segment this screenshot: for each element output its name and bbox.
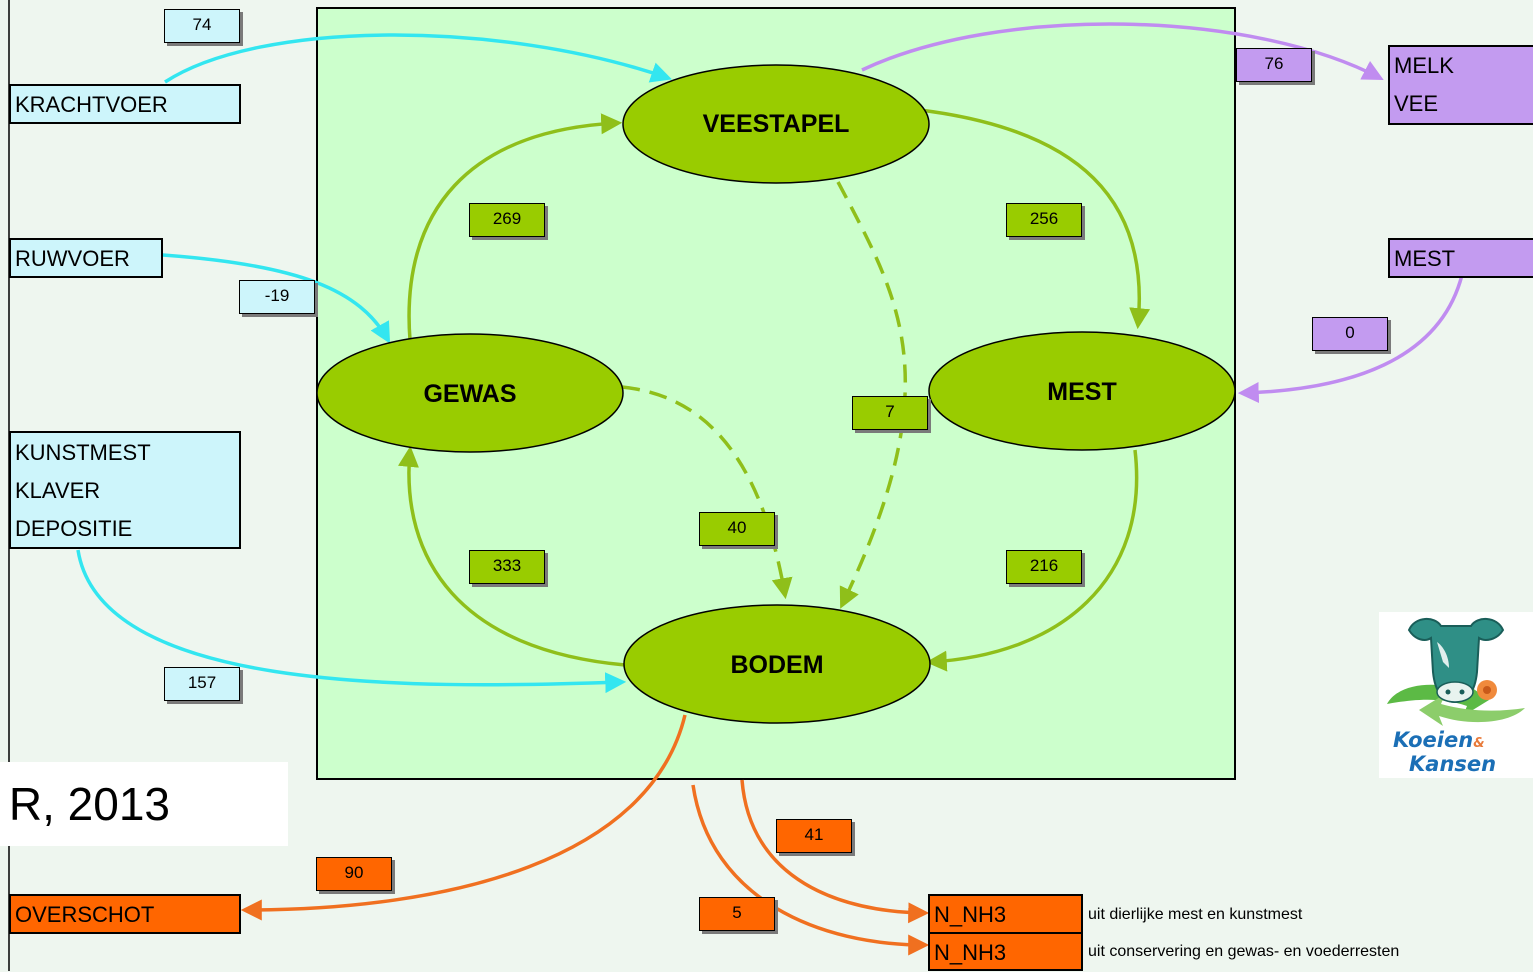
logo-line2: Kansen <box>1409 752 1497 776</box>
flow-mest-bodem: 216 <box>1006 550 1082 584</box>
flow-krachtvoer: 74 <box>164 9 240 43</box>
flow-gewas-bodem: 40 <box>699 512 775 546</box>
koeien-kansen-logo: Koeien& Kansen <box>1379 612 1533 778</box>
arrow-overschot <box>240 714 687 921</box>
flow-veestapel-bodem: 7 <box>852 396 928 430</box>
node-veestapel <box>622 64 930 184</box>
node-mest <box>928 331 1236 451</box>
input-kunstmest: KUNSTMEST <box>15 440 151 465</box>
arrow-krachtvoer <box>164 33 672 84</box>
output-nh3-2: N_NH3 <box>928 932 1083 971</box>
logo-line1: Koeien <box>1393 728 1474 752</box>
arrow-gewas-veestapel <box>407 113 623 341</box>
input-krachtvoer: KRACHTVOER <box>9 84 241 124</box>
cow-logo-icon <box>1387 618 1525 726</box>
arrow-mest-bodem <box>925 449 1139 672</box>
caption-year: R, 2013 <box>0 762 288 846</box>
arrow-bodem-gewas <box>398 445 626 667</box>
flow-bodem-gewas: 333 <box>469 550 545 584</box>
input-kunstmest-klaver-depositie: KUNSTMEST KLAVER DEPOSITIE <box>9 431 241 549</box>
flow-depositie: 157 <box>164 667 240 701</box>
output-melk: MELK <box>1394 53 1454 78</box>
arrow-mest-in <box>1237 274 1464 404</box>
input-ruwvoer: RUWVOER <box>9 238 163 278</box>
output-nh3-1: N_NH3 <box>928 894 1083 934</box>
arrow-nh3-mest <box>740 779 930 924</box>
input-depositie: DEPOSITIE <box>15 516 133 541</box>
flow-nh3-conservering: 5 <box>699 897 775 931</box>
node-gewas <box>316 333 624 453</box>
note-nh3-1: uit dierlijke mest en kunstmest <box>1088 906 1303 923</box>
arrow-melk-vee <box>861 22 1384 80</box>
flow-gewas-veestapel: 269 <box>469 203 545 237</box>
flow-veestapel-mest: 256 <box>1006 203 1082 237</box>
arrow-veestapel-bodem <box>836 181 907 609</box>
arrow-depositie <box>76 549 627 694</box>
node-bodem <box>623 604 931 724</box>
flow-overschot: 90 <box>316 857 392 891</box>
note-nh3-2: uit conservering en gewas- en voederrest… <box>1088 943 1400 960</box>
arrow-ruwvoer <box>162 253 391 344</box>
flow-ruwvoer: -19 <box>239 280 315 314</box>
output-mest: MEST <box>1388 238 1533 278</box>
output-vee: VEE <box>1394 91 1439 116</box>
arrow-veestapel-mest <box>919 108 1151 330</box>
flow-mest-in: 0 <box>1312 317 1388 351</box>
arrow-nh3-conservering <box>691 784 930 956</box>
flow-melk-vee: 76 <box>1236 48 1312 82</box>
output-overschot: OVERSCHOT <box>9 894 241 934</box>
output-melk-vee: MELK VEE <box>1388 45 1533 125</box>
logo-wordmark: Koeien& Kansen <box>1393 728 1497 776</box>
logo-amp: & <box>1473 736 1485 751</box>
input-klaver: KLAVER <box>15 478 101 503</box>
flow-nh3-mest: 41 <box>776 819 852 853</box>
